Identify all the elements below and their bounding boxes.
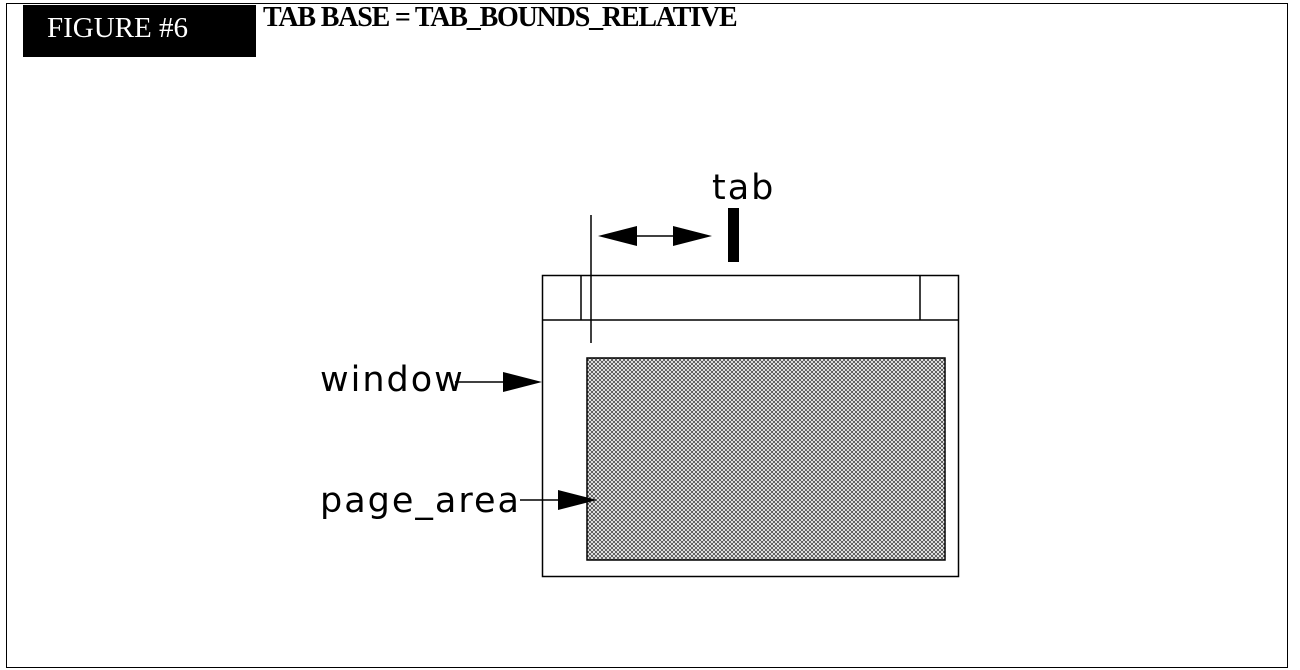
figure-title: TAB BASE = TAB_BOUNDS_RELATIVE [263,2,738,33]
tab-offset-arrow [598,226,712,246]
figure-frame [6,3,1288,668]
page-area-pointer-arrow [520,490,597,510]
tab-label: tab [712,168,775,208]
window-pointer-arrow [455,372,542,392]
figure-number-badge: FIGURE #6 [23,5,256,57]
page-area-label: page_area [320,481,521,521]
page-area-region [586,357,946,561]
tab-marker [728,208,739,262]
window-label: window [320,360,465,400]
